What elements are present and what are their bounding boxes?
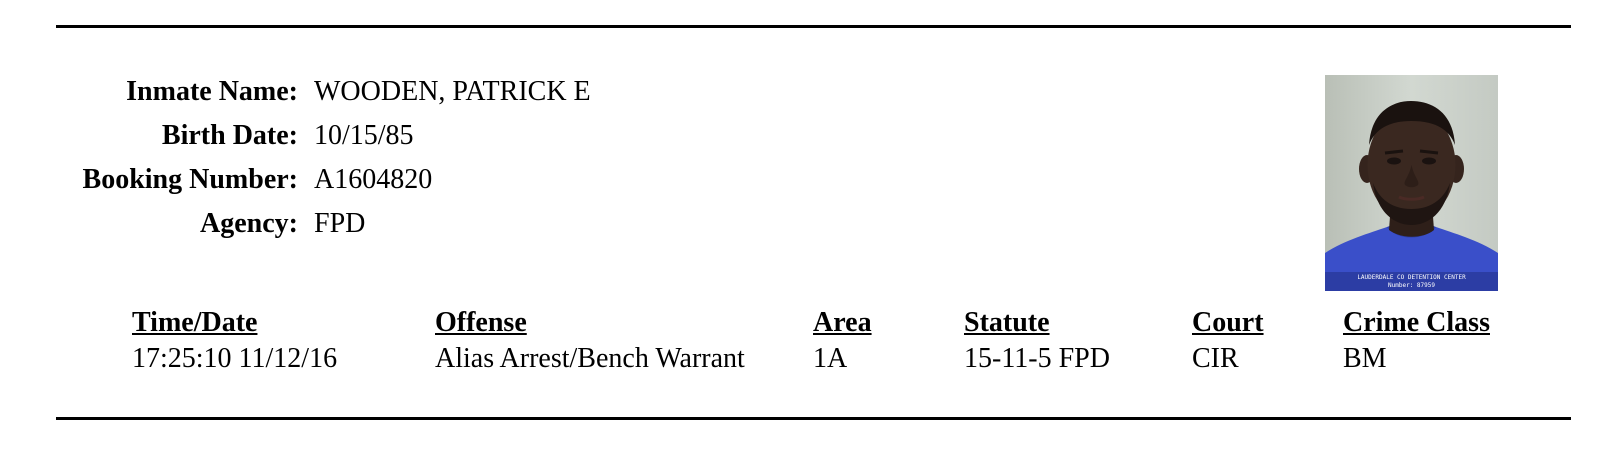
bottom-divider (56, 417, 1571, 420)
statute-column: Statute 15-11-5 FPD (964, 305, 1110, 377)
photo-caption-line2: Number: 87959 (1388, 282, 1435, 289)
area-column: Area 1A (813, 305, 872, 377)
agency-value: FPD (314, 208, 366, 239)
inmate-name-value: WOODEN, PATRICK E (314, 76, 591, 107)
agency-label: Agency: (200, 208, 298, 239)
offense-header: Offense (435, 307, 527, 338)
court-header: Court (1192, 307, 1264, 338)
offense-value: Alias Arrest/Bench Warrant (435, 343, 745, 374)
court-column: Court CIR (1192, 305, 1264, 377)
birth-date-value: 10/15/85 (314, 120, 414, 151)
booking-number-value: A1604820 (314, 164, 433, 195)
photo-caption-line1: LAUDERDALE CO DETENTION CENTER (1357, 274, 1466, 281)
top-divider (56, 25, 1571, 28)
birth-date-label: Birth Date: (161, 120, 298, 151)
mugshot-image: LAUDERDALE CO DETENTION CENTER Number: 8… (1325, 75, 1498, 291)
inmate-photo: LAUDERDALE CO DETENTION CENTER Number: 8… (1325, 75, 1498, 291)
statute-value: 15-11-5 FPD (964, 343, 1110, 374)
court-value: CIR (1192, 343, 1239, 374)
time-date-value: 17:25:10 11/12/16 (132, 343, 338, 374)
crime-class-header: Crime Class (1343, 307, 1490, 338)
charges-table: Time/Date 17:25:10 11/12/16 Offense Alia… (0, 305, 1607, 395)
time-date-column: Time/Date 17:25:10 11/12/16 (132, 305, 337, 377)
crime-class-value: BM (1343, 343, 1387, 374)
offense-column: Offense Alias Arrest/Bench Warrant (435, 305, 745, 377)
statute-header: Statute (964, 307, 1050, 338)
area-value: 1A (813, 343, 848, 374)
time-date-header: Time/Date (132, 307, 258, 338)
area-header: Area (813, 307, 872, 338)
crime-class-column: Crime Class BM (1343, 305, 1490, 377)
booking-number-label: Booking Number: (82, 164, 298, 195)
inmate-name-label: Inmate Name: (126, 76, 298, 107)
